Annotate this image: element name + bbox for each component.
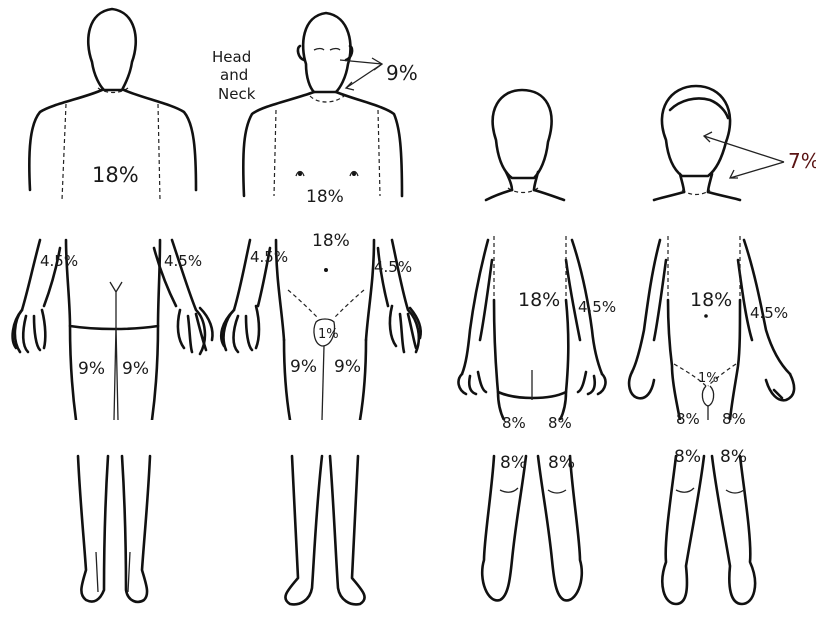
child-front-left-leg-pct: 8% [674,447,701,467]
child-front-upper-left-leg-pct: 8% [676,410,700,428]
adult-back-right-arm-pct: 4.5% [164,252,202,270]
adult-back-left-leg-pct: 9% [78,359,105,379]
head-neck-label-line2: and [220,66,248,84]
child-front-genital-pct: 1% [698,371,719,386]
child-front-trunk-pct: 18% [690,289,732,311]
head-neck-label-line1: Head [212,48,251,66]
adult-back-right-leg-pct: 9% [122,359,149,379]
adult-front-left-leg-pct: 9% [290,357,317,377]
adult-head-pct: 9% [386,61,418,85]
child-front-upper-right-leg-pct: 8% [722,410,746,428]
child-back-arm-pct: 4.5% [578,298,616,316]
adult-back-left-arm-pct: 4.5% [40,252,78,270]
adult-front-lower-trunk-pct: 18% [312,231,350,251]
adult-back-figure [13,9,213,602]
scan-gap-1 [0,202,816,236]
child-front-arm-pct: 4.5% [750,304,788,322]
adult-front-left-arm-pct: 4.5% [250,248,288,266]
child-back-trunk-pct: 18% [518,289,560,311]
adult-front-upper-trunk-pct: 18% [306,187,344,207]
adult-front-right-arm-pct: 4.5% [374,258,412,276]
head-neck-label-line3: Neck [218,85,256,103]
adult-front-right-leg-pct: 9% [334,357,361,377]
child-front-figure [629,86,794,604]
child-head-pct: 7% [788,149,816,173]
child-back-left-leg-pct: 8% [500,453,527,473]
child-back-upper-right-leg-pct: 8% [548,414,572,432]
child-back-upper-left-leg-pct: 8% [502,414,526,432]
child-front-right-leg-pct: 8% [720,447,747,467]
child-back-figure [459,90,606,600]
child-back-right-leg-pct: 8% [548,453,575,473]
adult-front-genital-pct: 1% [318,327,339,342]
adult-back-trunk-pct: 18% [92,163,139,187]
